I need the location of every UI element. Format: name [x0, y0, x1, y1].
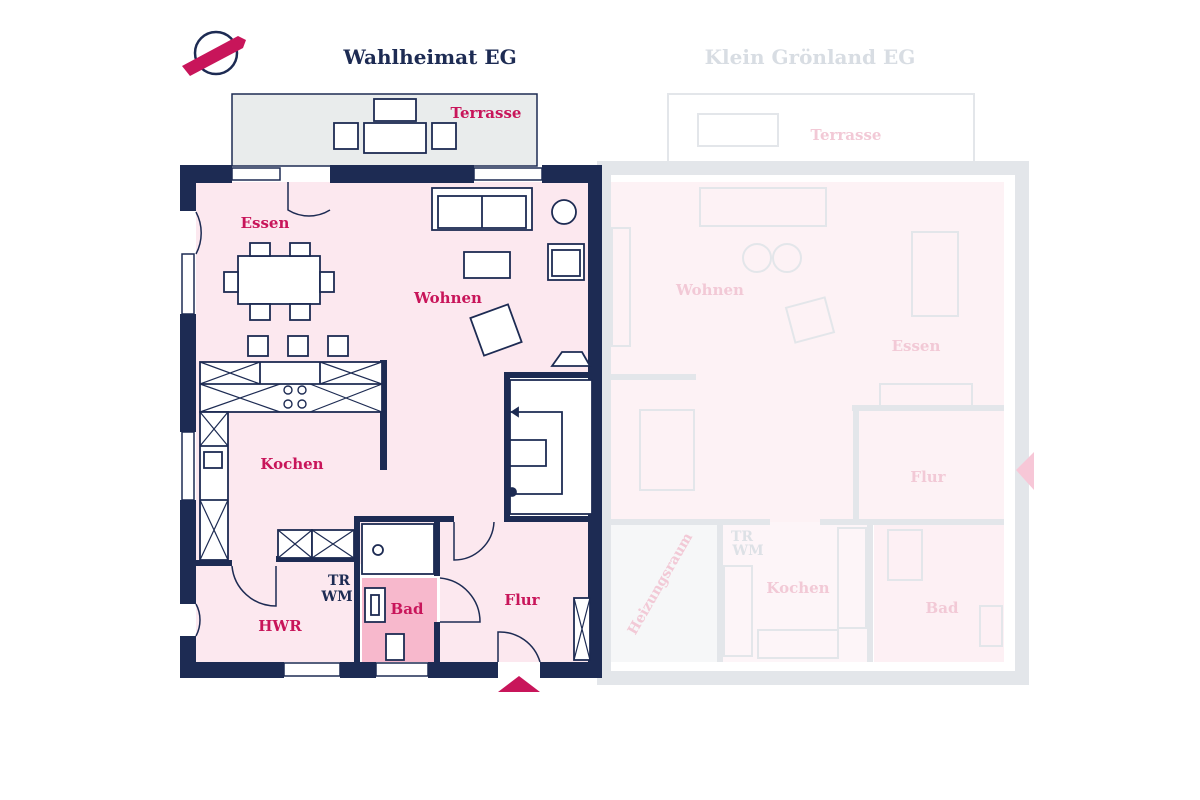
faded-label-kochen: Kochen	[766, 579, 829, 597]
label-flur: Flur	[504, 591, 540, 609]
faded-label-wm: WM	[731, 543, 763, 559]
faded-entrance-arrow-icon	[1016, 452, 1034, 490]
label-bad: Bad	[391, 600, 424, 618]
label-tr: TR	[328, 573, 350, 589]
label-wohnen: Wohnen	[413, 289, 482, 307]
faded-label-terrasse: Terrasse	[811, 126, 882, 144]
doors	[195, 182, 541, 663]
faded-heizungsraum-fill	[608, 522, 718, 662]
faded-furniture	[611, 113, 1003, 659]
terrace-furniture	[333, 98, 457, 154]
inner-walls	[196, 360, 594, 666]
right-plan-title: Klein Grönland EG	[705, 45, 916, 69]
stove-icon	[283, 385, 307, 409]
faded-kochen-fill	[722, 522, 870, 662]
left-plan-title: Wahlheimat EG	[342, 45, 516, 69]
label-wm: WM	[320, 589, 352, 605]
right-plan: Terrasse Wohnen Essen Flur Heizungsraum …	[597, 93, 1034, 685]
label-essen: Essen	[241, 214, 290, 232]
entrance-arrow-icon	[498, 676, 540, 692]
kitchen-cross-cabinets	[199, 361, 383, 561]
dining-table	[223, 242, 349, 357]
arrow-globe-logo	[182, 30, 246, 76]
outer-walls	[180, 165, 602, 678]
faded-room-fill	[608, 182, 1004, 522]
faded-label-tr: TR	[731, 529, 753, 545]
laundry-cabinets	[277, 529, 355, 559]
faded-bad-fill	[874, 522, 1004, 662]
windows	[181, 167, 543, 677]
faded-label-wohnen: Wohnen	[675, 281, 744, 299]
label-terrasse: Terrasse	[451, 104, 522, 122]
faded-outer-wall	[597, 161, 1029, 685]
label-kochen: Kochen	[260, 455, 323, 473]
faded-label-essen: Essen	[892, 337, 941, 355]
bathroom-fixtures	[361, 523, 435, 661]
label-hwr: HWR	[258, 617, 302, 635]
staircase	[507, 379, 593, 515]
faded-label-flur: Flur	[910, 468, 946, 486]
faded-label-bad: Bad	[926, 599, 959, 617]
flur-floor	[440, 520, 596, 662]
living-furniture	[431, 187, 592, 367]
left-plan: Terrasse Essen Wohnen Kochen HWR Bad Flu…	[180, 93, 602, 692]
